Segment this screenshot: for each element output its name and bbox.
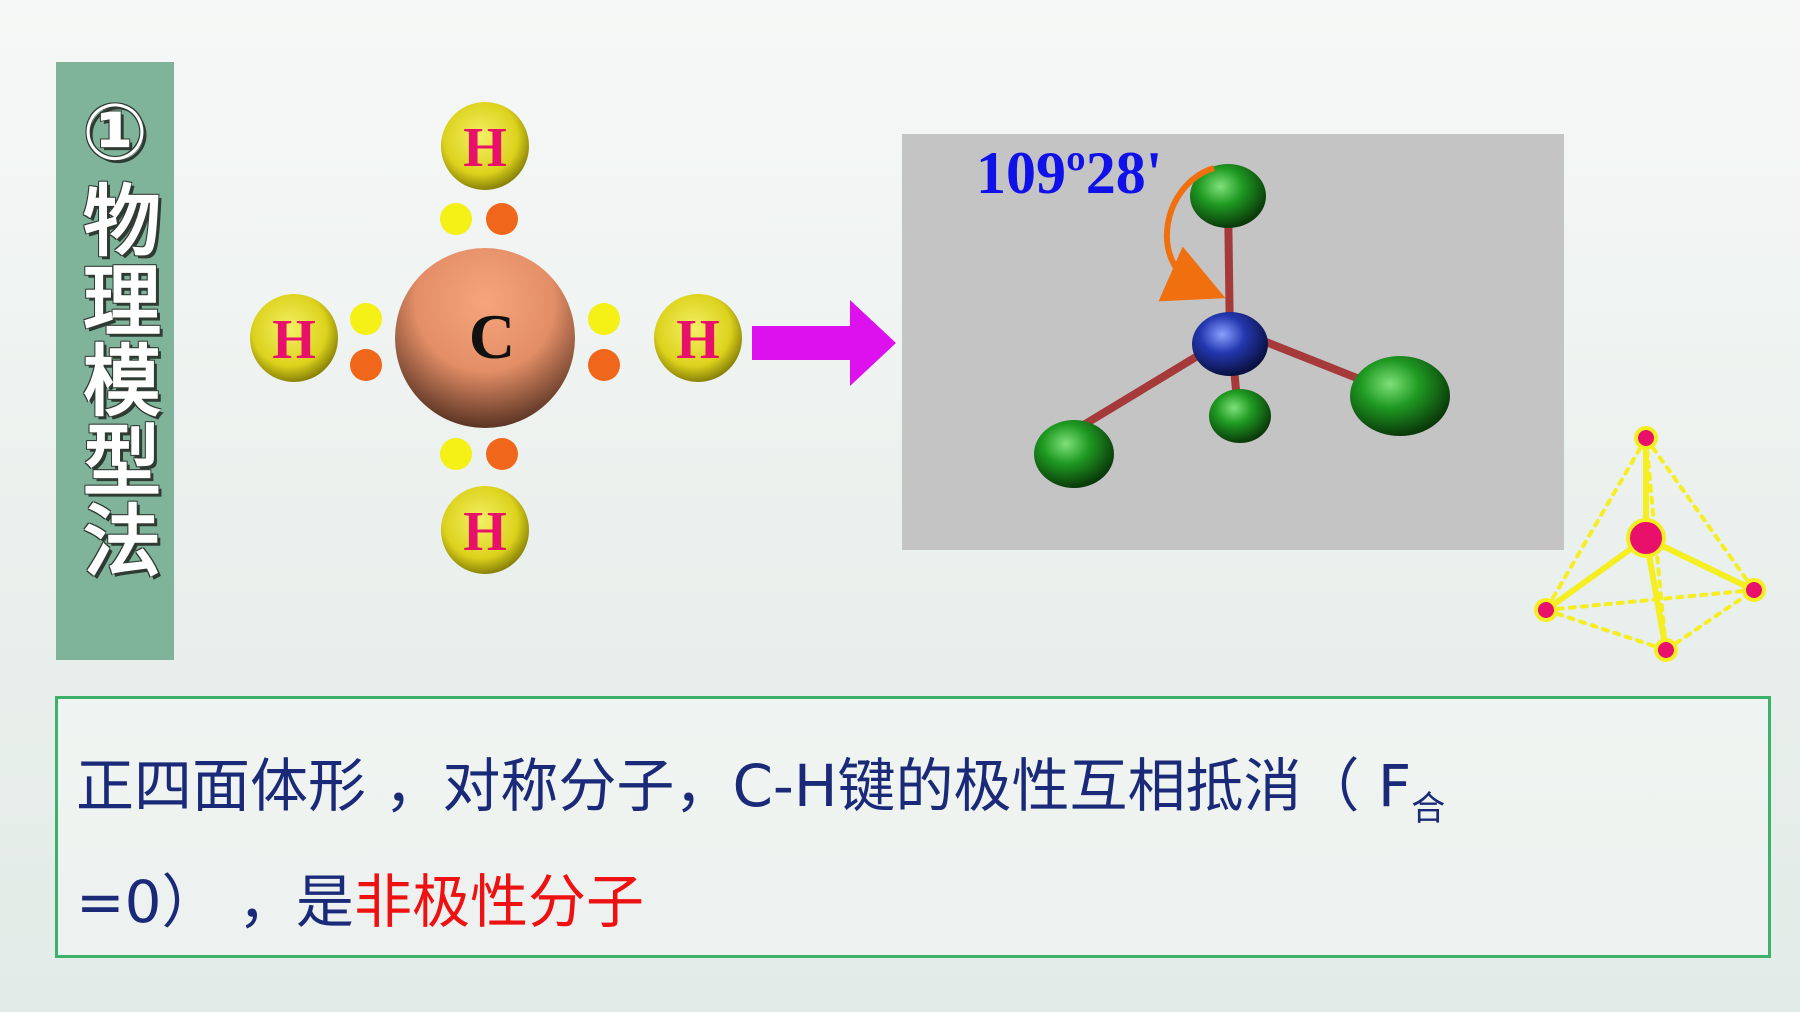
description-line-2: =0） ，是非极性分子	[76, 855, 644, 939]
bond-angle-label: 109º28'	[976, 140, 1163, 206]
angle-arc	[1158, 165, 1226, 302]
hydrogen-bottom-label: H	[463, 501, 507, 563]
transform-arrow	[752, 300, 896, 386]
hydrogen-top-label: H	[463, 117, 507, 179]
title-bar: ① 物理模型法	[56, 62, 174, 660]
hydrogen-bottom: H	[441, 486, 529, 574]
carbon-atom	[395, 248, 575, 428]
hydrogen-left-label: H	[272, 309, 316, 371]
h-ball-right	[1350, 356, 1450, 436]
c-ball-center	[1192, 312, 1268, 376]
nonpolar-highlight: 非极性分子	[353, 868, 644, 936]
tetra-bond-left	[1543, 535, 1649, 613]
h-ball-left	[1034, 420, 1114, 488]
tetrahedron-diagram	[1534, 426, 1766, 662]
description-line-2-text: =0） ，是	[76, 868, 354, 936]
h-ball-top	[1190, 164, 1266, 228]
tetra-h-front	[1654, 638, 1678, 662]
title-number: ①	[70, 88, 160, 180]
hydrogen-right: H	[654, 294, 742, 382]
electron-pair-left	[350, 303, 382, 381]
hydrogen-right-label: H	[676, 309, 720, 371]
electron-pair-right	[588, 303, 620, 381]
carbon-label: C	[469, 301, 515, 372]
force-subscript: 合	[1411, 789, 1446, 829]
tetra-h-top	[1634, 426, 1658, 450]
tetra-c-center	[1626, 518, 1666, 558]
h-ball-front	[1209, 389, 1271, 443]
electron-pair-bottom	[440, 438, 518, 470]
title-text: 物理模型法	[70, 180, 160, 580]
tetra-h-left	[1534, 598, 1558, 622]
description-line-1-text: 正四面体形 ，对称分子，C-H键的极性互相抵消（ F	[76, 752, 1412, 820]
hydrogen-left: H	[250, 294, 338, 382]
hydrogen-top: H	[441, 102, 529, 190]
ball-stick-model	[1034, 164, 1450, 488]
ball-stick-model-panel	[902, 134, 1564, 550]
bond-left	[1069, 342, 1217, 436]
tetra-h-right	[1742, 578, 1766, 602]
description-box: 正四面体形 ，对称分子，C-H键的极性互相抵消（ F合 =0） ，是非极性分子	[55, 696, 1771, 958]
description-line-1: 正四面体形 ，对称分子，C-H键的极性互相抵消（ F合	[76, 739, 1445, 830]
electron-pair-top	[440, 203, 518, 235]
electron-dot-diagram: C H H H H	[250, 102, 896, 574]
